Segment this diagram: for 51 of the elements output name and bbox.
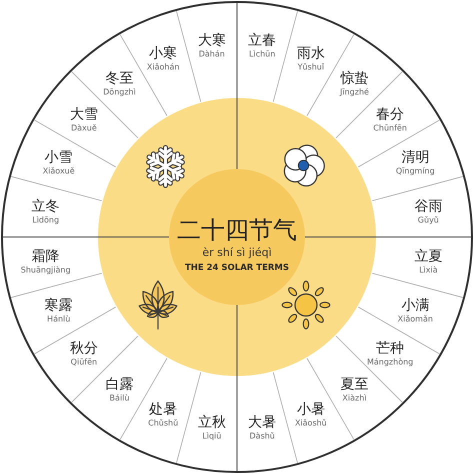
heading: 二十四节气 <box>177 215 297 245</box>
term-name: 谷雨 <box>414 198 442 216</box>
term-pinyin: Dàxuě <box>70 123 97 133</box>
term-name: 芒种 <box>376 340 404 358</box>
term-name: 小满 <box>401 297 430 314</box>
term-pinyin: Lìchūn <box>249 49 276 60</box>
term-pinyin: Dàhán <box>198 49 225 60</box>
term-pinyin: Shuāngjiàng <box>20 266 71 276</box>
term-pinyin: Qīngmíng <box>396 166 435 177</box>
term-pinyin: Qiūfēn <box>70 358 98 368</box>
term-pinyin: Lìdōng <box>32 215 60 226</box>
term-name: 大雪 <box>70 106 98 123</box>
term-pinyin: Lìqiū <box>202 432 222 442</box>
term-pinyin: Xiǎoshǔ <box>294 418 327 429</box>
term-name: 冬至 <box>106 70 134 88</box>
term-name: 处暑 <box>149 402 178 419</box>
subheading: THE 24 SOLAR TERMS <box>184 262 290 275</box>
term-name: 春分 <box>376 106 404 123</box>
term-name: 霜降 <box>32 248 60 266</box>
term-name: 小暑 <box>296 402 325 419</box>
term-pinyin: Dàshǔ <box>250 432 275 442</box>
term-name: 寒露 <box>44 297 73 314</box>
term-pinyin: Mángzhòng <box>366 358 414 368</box>
term-pinyin: Xiǎoxuě <box>42 166 75 177</box>
term-name: 秋分 <box>70 340 98 358</box>
term-name: 小寒 <box>149 45 178 62</box>
term-name: 立秋 <box>198 414 226 432</box>
term-pinyin: Báilù <box>110 394 130 404</box>
term-name: 大寒 <box>198 32 226 50</box>
term-name: 立冬 <box>32 198 60 216</box>
term-pinyin: Lìxià <box>419 266 438 276</box>
term-name: 立夏 <box>414 248 442 266</box>
term-name: 清明 <box>401 150 430 167</box>
term-pinyin: Chūnfēn <box>373 123 407 133</box>
term-name: 小雪 <box>44 150 73 167</box>
term-pinyin: Xiàzhì <box>342 394 367 404</box>
term-pinyin: Chǔshǔ <box>148 418 178 429</box>
term-pinyin: Yǔshuǐ <box>298 62 324 72</box>
term-name: 夏至 <box>340 376 368 394</box>
term-name: 大暑 <box>248 414 276 432</box>
term-pinyin: Dōngzhì <box>103 87 136 98</box>
term-pinyin: Xiǎohán <box>146 62 180 72</box>
term-name: 立春 <box>248 32 276 50</box>
term-name: 惊蛰 <box>340 70 368 88</box>
term-pinyin: Hánlù <box>47 314 70 324</box>
heading-pinyin: èr shí sì jiéqì <box>202 245 272 261</box>
term-pinyin: Jīngzhé <box>340 87 369 98</box>
term-name: 白露 <box>106 376 134 394</box>
term-pinyin: Xiǎomǎn <box>398 314 433 324</box>
term-pinyin: Gǔyǔ <box>418 215 439 226</box>
term-name: 雨水 <box>296 45 325 62</box>
